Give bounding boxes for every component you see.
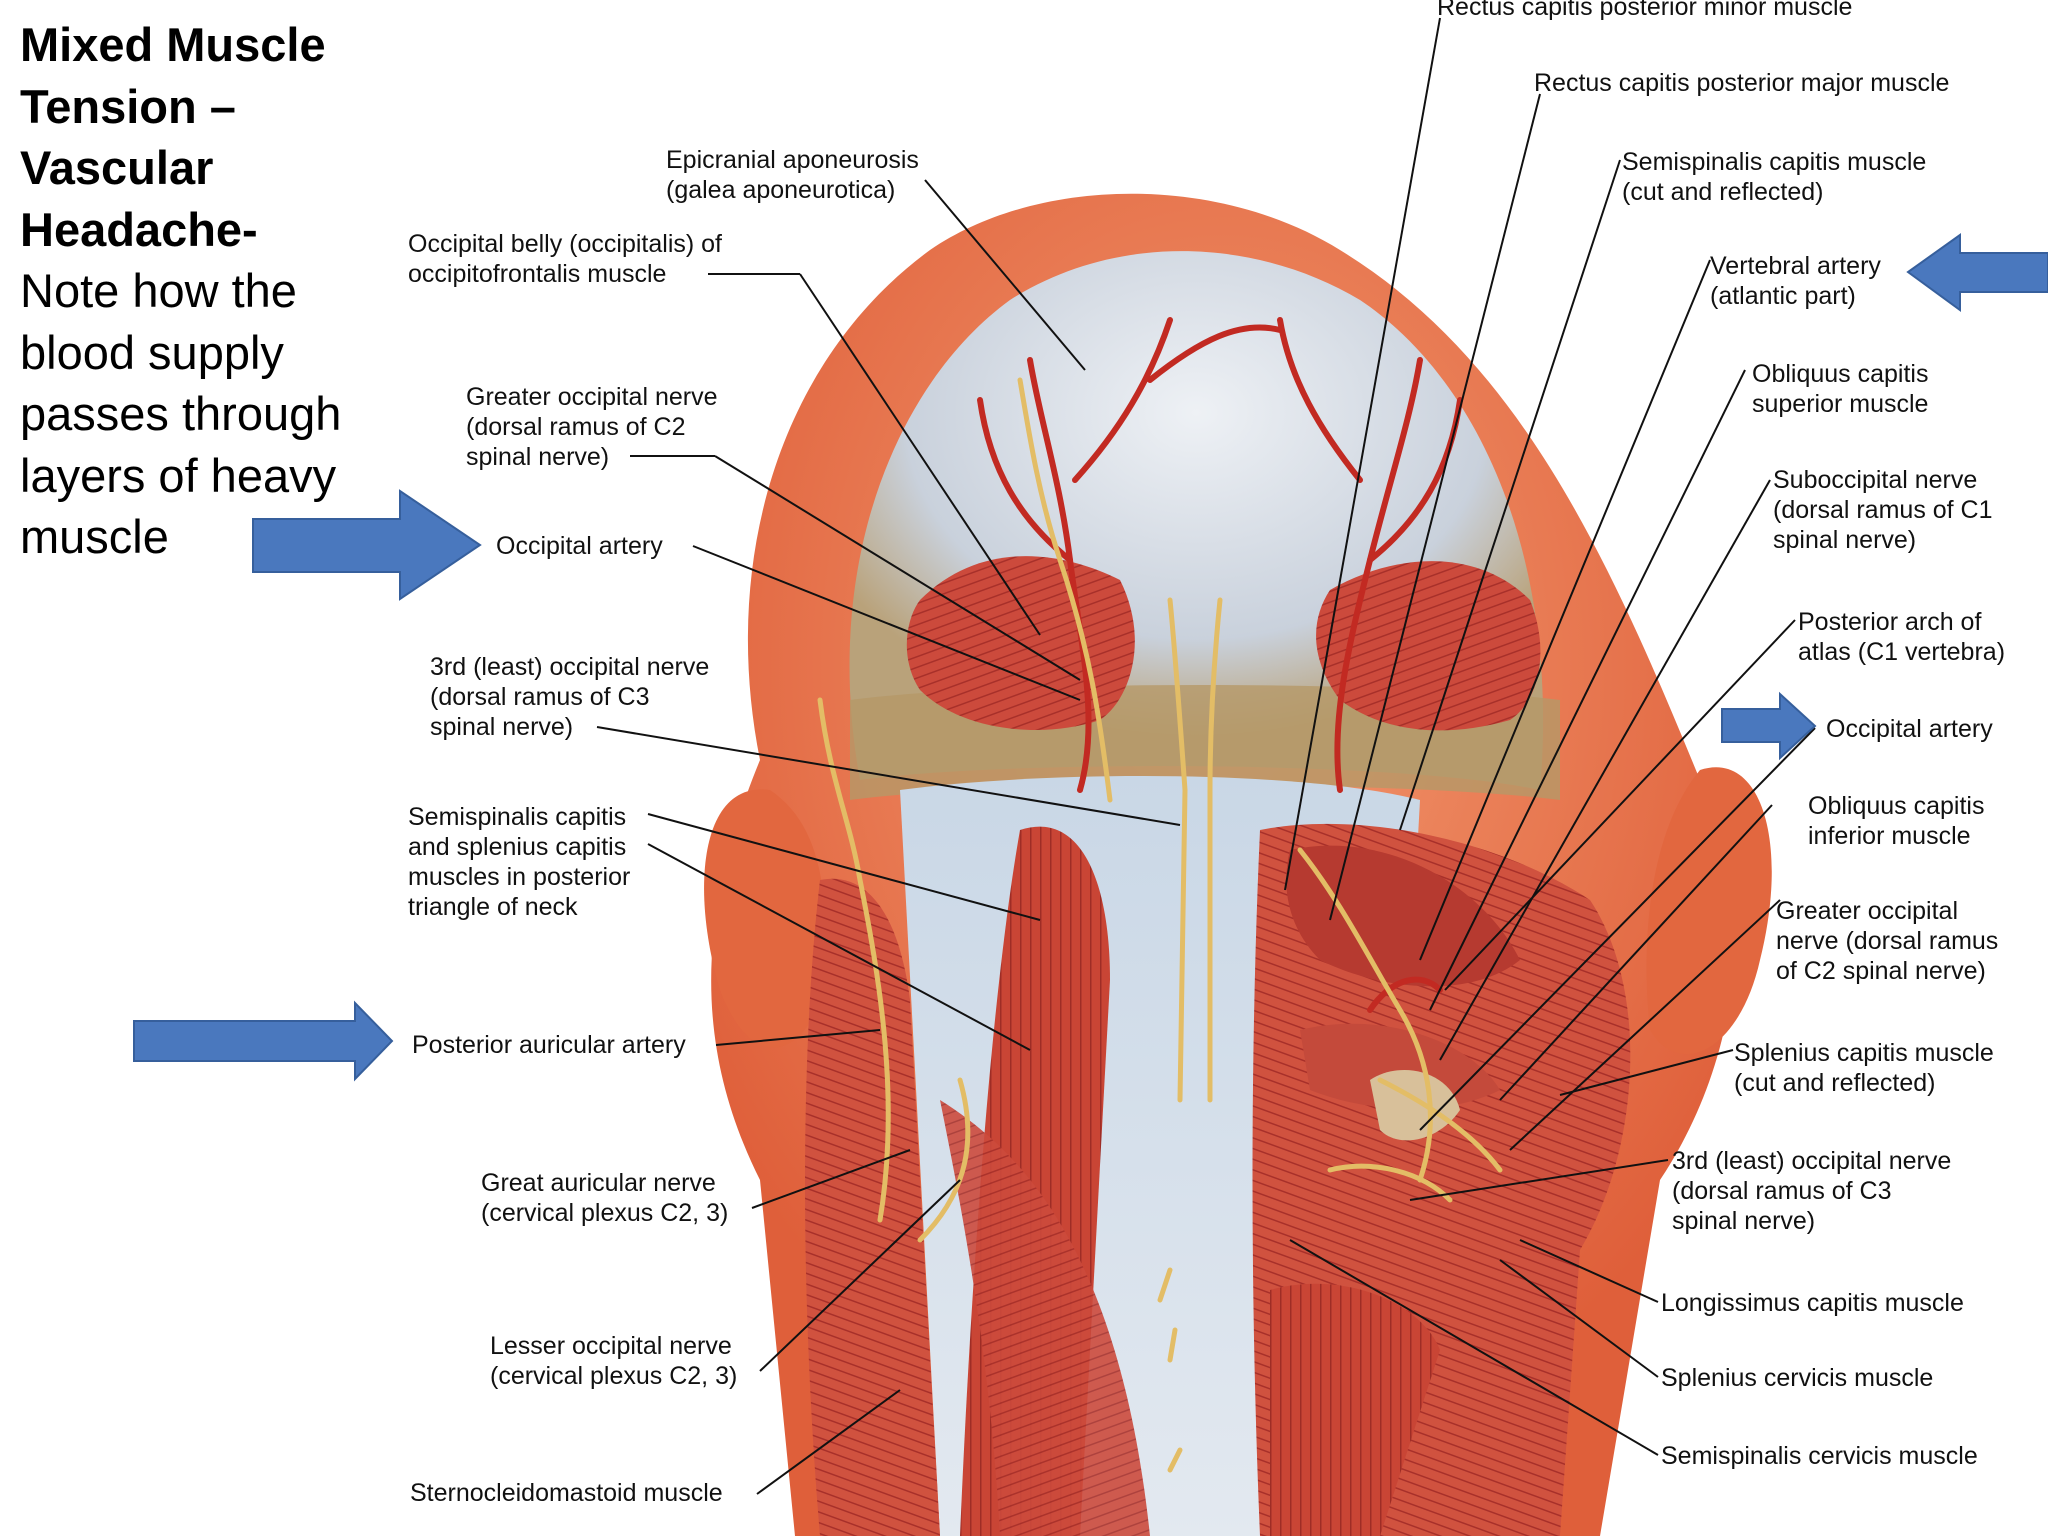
label-splenius-capitis: Splenius capitis muscle (cut and reflect… (1734, 1039, 1994, 1097)
label-semispinalis-cervicis: Semispinalis cervicis muscle (1661, 1442, 1978, 1470)
label-posterior-auricular: Posterior auricular artery (412, 1031, 686, 1059)
label-vertebral-artery: Vertebral artery (atlantic part) (1710, 252, 1881, 310)
heading-note: Note how the blood supply passes through… (20, 264, 342, 563)
label-epicranial: Epicranial aponeurosis (galea aponeuroti… (666, 146, 919, 204)
label-obliquus-inferior: Obliquus capitis inferior muscle (1808, 792, 1985, 850)
arrow-occipital-artery-left (252, 489, 482, 601)
heading-title: Mixed Muscle Tension – Vascular Headache… (20, 18, 326, 256)
heading-block: Mixed Muscle Tension – Vascular Headache… (20, 14, 390, 568)
label-semispinalis-splenius: Semispinalis capitis and splenius capiti… (408, 803, 631, 921)
label-posterior-arch: Posterior arch of atlas (C1 vertebra) (1798, 608, 2006, 666)
label-semispinalis-cut: Semispinalis capitis muscle (cut and ref… (1622, 148, 1927, 206)
label-greater-occipital-right: Greater occipital nerve (dorsal ramus of… (1776, 897, 1999, 985)
label-third-occipital-left: 3rd (least) occipital nerve (dorsal ramu… (430, 653, 710, 741)
label-sternocleidomastoid: Sternocleidomastoid muscle (410, 1479, 723, 1507)
arteries (977, 317, 1463, 1013)
arrow-vertebral-artery (1906, 233, 2048, 312)
label-splenius-cervicis: Splenius cervicis muscle (1661, 1364, 1934, 1392)
label-great-auricular: Great auricular nerve (cervical plexus C… (481, 1169, 729, 1227)
right-rectus-muscles (1286, 845, 1520, 987)
label-lesser-occipital: Lesser occipital nerve (cervical plexus … (490, 1332, 738, 1390)
right-semispinalis-cervicis (1270, 1283, 1440, 1536)
arrow-posterior-auricular-artery (133, 1000, 394, 1082)
label-rectus-minor: Rectus capitis posterior minor muscle (1437, 0, 1853, 21)
label-suboccipital-nerve: Suboccipital nerve (dorsal ramus of C1 s… (1773, 466, 1993, 554)
right-occipital-belly (1316, 561, 1541, 731)
label-occipital-artery-left: Occipital artery (496, 532, 663, 560)
label-third-occipital-right: 3rd (least) occipital nerve (dorsal ramu… (1672, 1147, 1952, 1235)
label-rectus-major: Rectus capitis posterior major muscle (1534, 69, 1950, 97)
label-occipital-belly: Occipital belly (occipitalis) of occipit… (408, 230, 722, 288)
left-trapezius (940, 1100, 1150, 1536)
left-sternocleidomastoid (805, 878, 940, 1536)
leader-lines (596, 17, 1816, 1495)
arrow-occipital-artery-right (1721, 691, 1817, 761)
label-longissimus: Longissimus capitis muscle (1661, 1289, 1964, 1317)
label-occipital-artery-right: Occipital artery (1826, 715, 1993, 743)
label-obliquus-superior: Obliquus capitis superior muscle (1752, 360, 1929, 418)
right-obliquus-inferior (1300, 1023, 1500, 1109)
label-greater-occipital-left: Greater occipital nerve (dorsal ramus of… (466, 383, 718, 471)
pointer-arrows (133, 233, 2048, 1082)
